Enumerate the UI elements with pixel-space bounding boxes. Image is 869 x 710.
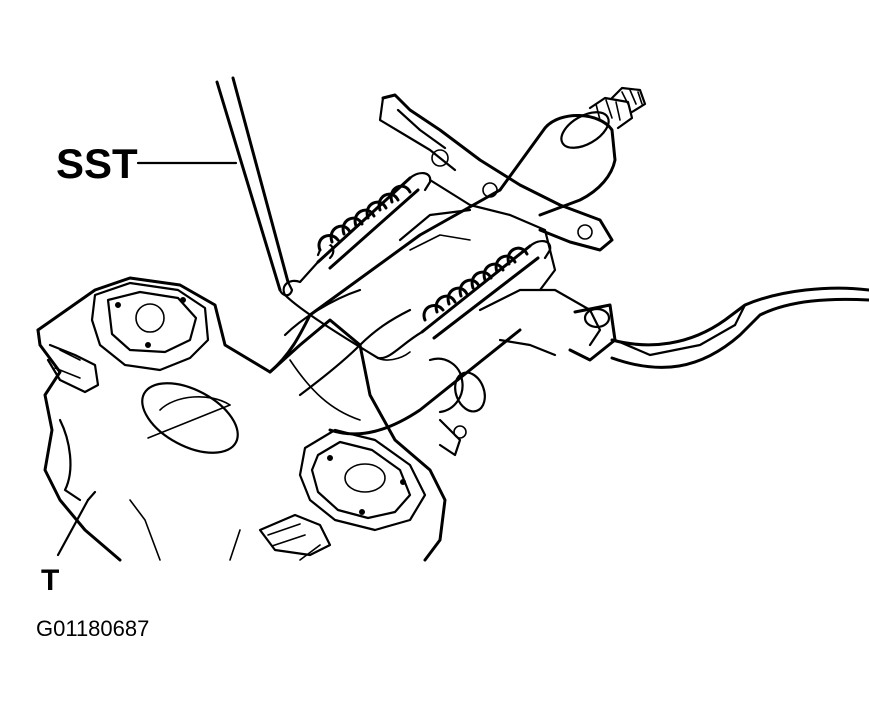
sst-callout-label: SST — [56, 140, 138, 187]
figure-id: G01180687 — [36, 616, 150, 641]
t-callout-label: T — [41, 564, 60, 597]
mounting-bracket — [36, 276, 447, 562]
tilt-bracket — [378, 93, 869, 457]
spring-hook-wire — [282, 260, 411, 361]
spring-lower — [376, 240, 552, 360]
leader-lines — [56, 161, 238, 557]
sst-tool — [215, 76, 294, 297]
steering-column-tube — [268, 86, 647, 436]
spring-upper — [316, 172, 432, 270]
